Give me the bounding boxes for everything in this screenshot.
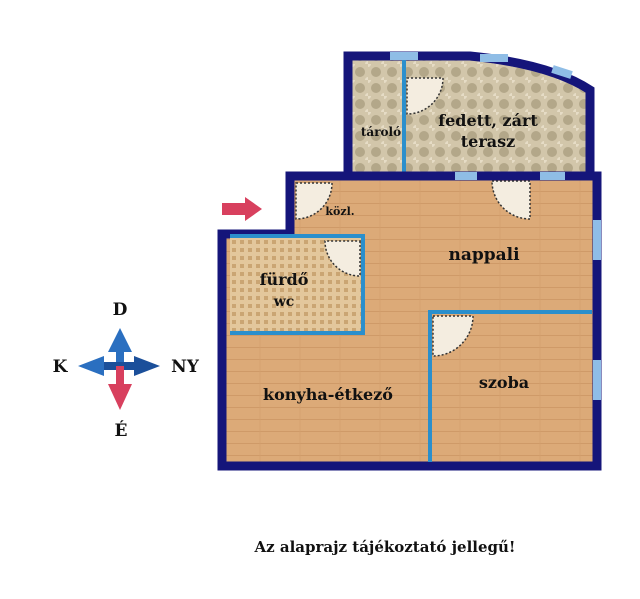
compass-south-label: É	[115, 420, 128, 441]
room-label-bath: fürdő	[260, 270, 309, 289]
room-label-room: szoba	[479, 373, 529, 392]
compass-west-label: K	[53, 357, 69, 377]
room-label-living: nappali	[448, 245, 520, 265]
room-label-kitchen: konyha-étkező	[263, 385, 393, 404]
door-swings	[295, 77, 531, 357]
compass-icon	[78, 328, 160, 410]
room-label-terrace-1: fedett, zárt	[438, 111, 538, 130]
room-label-storage: tároló	[361, 125, 401, 139]
bedroom-wall	[428, 310, 592, 462]
compass-east-label: NY	[171, 357, 200, 377]
entrance-arrow-icon	[222, 197, 262, 221]
room-label-wc: wc	[273, 294, 295, 310]
room-label-hall: közl.	[325, 205, 354, 218]
room-label-terrace-2: terasz	[461, 132, 515, 151]
bathroom-wall	[230, 234, 365, 335]
disclaimer-text: Az alaprajz tájékoztató jellegű!	[254, 538, 516, 556]
compass-north-label: D	[113, 300, 128, 320]
windows	[390, 52, 601, 400]
